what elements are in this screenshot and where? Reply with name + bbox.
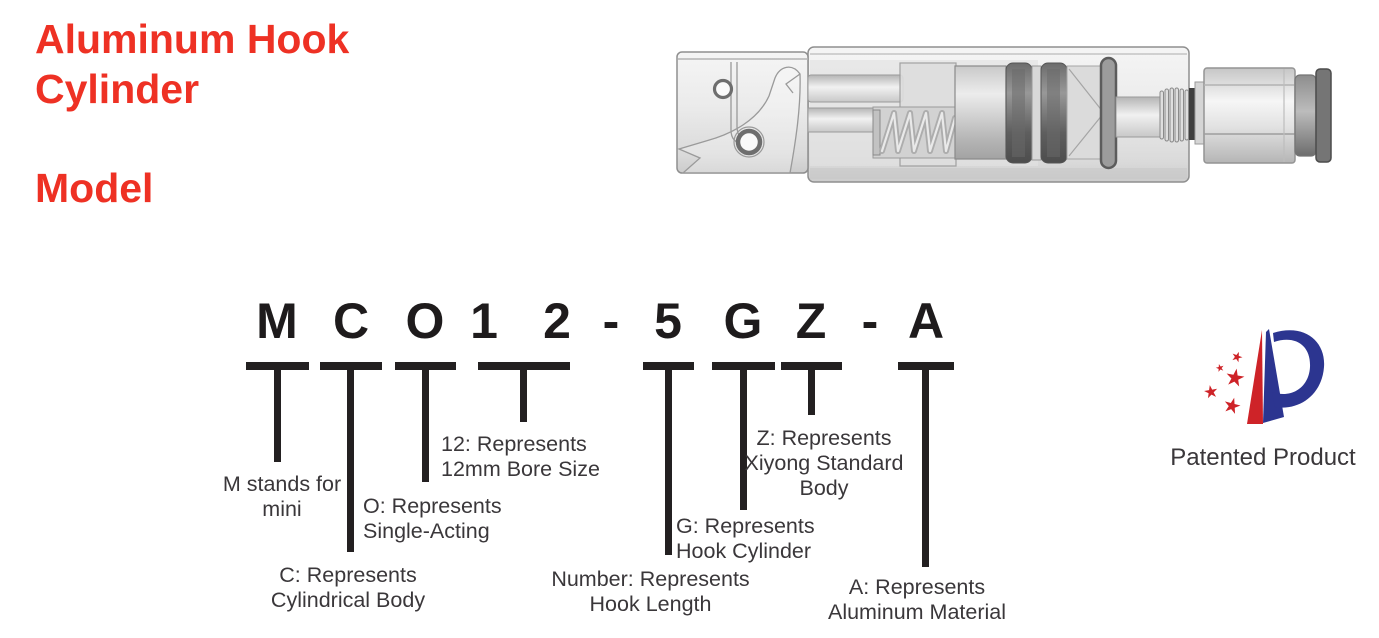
code-label-number: Number: Represents Hook Length: [551, 567, 750, 616]
code-label-z: Z: Represents Xiyong Standard Body: [744, 426, 904, 500]
star-icon: [1204, 385, 1218, 399]
star-icon: [1226, 368, 1245, 387]
code-label-c: C: Represents Cylindrical Body: [270, 563, 426, 612]
fitting-end-disc: [1315, 68, 1332, 163]
model-code-dash: -: [861, 293, 879, 349]
code-connector-line-a: [922, 370, 929, 567]
star-icon: [1215, 363, 1224, 372]
code-label-bore: 12: Represents 12mm Bore Size: [441, 432, 600, 481]
model-code-char: A: [907, 293, 945, 349]
piston-body: [954, 65, 1007, 160]
code-connector-line-c: [347, 370, 354, 552]
piston-rod-bottom: [807, 107, 879, 133]
model-section-heading: Model: [35, 165, 154, 211]
code-label-o: O: Represents Single-Acting: [363, 494, 502, 543]
model-code-dash: -: [602, 293, 620, 349]
return-spring: [879, 110, 958, 154]
star-icon: [1232, 351, 1243, 363]
model-code-char: 5: [654, 293, 682, 349]
output-rod: [1115, 96, 1163, 138]
code-underline-m: [246, 362, 309, 370]
code-connector-line-z: [808, 370, 815, 415]
patent-logo-stars: [1204, 351, 1245, 414]
code-underline-5: [643, 362, 694, 370]
code-underline-a: [898, 362, 954, 370]
hook-claw-outline: [677, 62, 801, 174]
code-label-a: A: Represents Aluminum Material: [827, 575, 1007, 624]
push-in-fitting: [1194, 67, 1332, 164]
model-code-char: 1: [470, 293, 498, 349]
model-code-char: C: [332, 293, 370, 349]
code-connector-line-5: [665, 370, 672, 555]
code-underline-c: [320, 362, 382, 370]
piston-spacer: [1031, 65, 1042, 161]
cylinder-internals: [807, 56, 1163, 170]
code-connector-line-m: [274, 370, 281, 462]
patent-logo-red-wedge: [1247, 330, 1263, 424]
page-title: Aluminum Hook Cylinder: [35, 16, 350, 112]
hook-block: [676, 51, 809, 174]
code-connector-line-g: [740, 370, 747, 510]
code-connector-line-12: [520, 370, 527, 422]
patent-logo-p-bowl: [1272, 330, 1325, 408]
model-code-char: M: [256, 293, 298, 349]
star-icon: [1224, 397, 1241, 414]
model-code-char: 2: [543, 293, 571, 349]
model-code-char: G: [723, 293, 763, 349]
patent-logo: [1204, 329, 1325, 424]
o-ring-seal: [1099, 56, 1118, 170]
patent-caption: Patented Product: [1170, 444, 1356, 471]
code-label-m: M stands for mini: [222, 472, 342, 521]
model-code-char: Z: [795, 293, 827, 349]
spring-retainer: [872, 109, 881, 156]
hook-pivot-hole-large: [735, 128, 763, 156]
threaded-stem: [1159, 87, 1195, 143]
fitting-neck: [1194, 81, 1205, 145]
model-code-char: O: [405, 293, 445, 349]
piston-taper: [1066, 65, 1106, 160]
hook-pivot-hole-small: [712, 78, 734, 100]
piston-rod-top: [807, 74, 904, 103]
code-underline-o: [395, 362, 456, 370]
code-underline-12: [478, 362, 570, 370]
code-underline-z: [781, 362, 842, 370]
fitting-hex-body: [1203, 67, 1296, 164]
code-label-g: G: Represents Hook Cylinder: [676, 514, 815, 563]
code-underline-g: [712, 362, 775, 370]
hook-pivot-ring-outer: [733, 126, 765, 158]
code-connector-line-o: [422, 370, 429, 482]
fitting-collet-cap: [1294, 74, 1317, 157]
product-rendering-cylinder: [676, 46, 1332, 183]
patent-logo-blue-bar: [1263, 329, 1284, 423]
